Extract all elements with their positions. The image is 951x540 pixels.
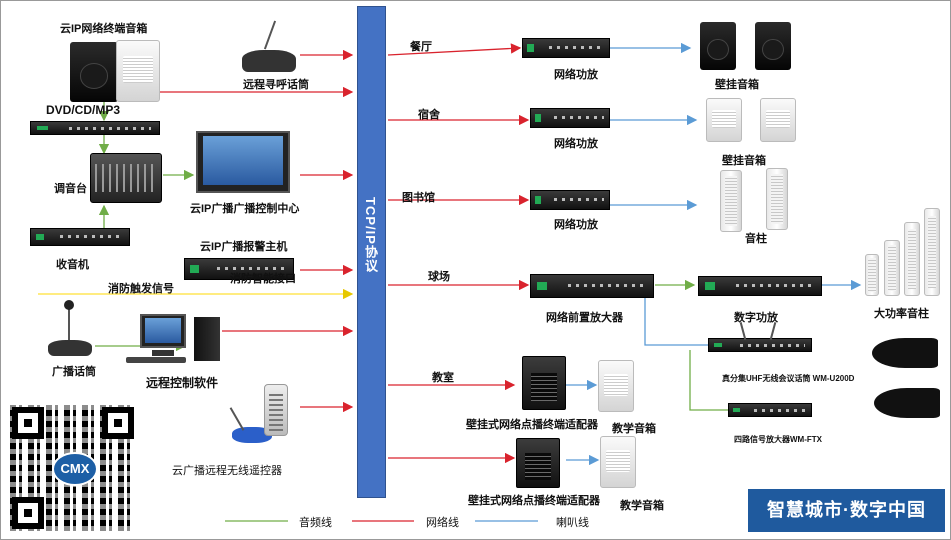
broadcast-mic-icon [48, 340, 92, 356]
brand-banner: 智慧城市·数字中国 [748, 489, 945, 532]
wireless-remote-icon [264, 384, 288, 436]
high-power-column-label: 大功率音柱 [874, 308, 929, 320]
fire-interface-label: 消防智能接口 [230, 273, 296, 285]
tuner-label: 收音机 [56, 259, 89, 271]
cmx-logo: CMX [52, 452, 98, 486]
dvd-player [30, 121, 160, 135]
column-speaker [720, 170, 742, 232]
legend-network-label: 网络线 [426, 517, 459, 529]
tcp-ip-bus-label: TCP/IP协议 [363, 197, 378, 273]
zone-label: 餐厅 [410, 41, 432, 53]
network-amp [530, 108, 610, 128]
zone-label: 球场 [428, 271, 450, 283]
pc-tower [194, 317, 220, 361]
uhf-wireless-receiver [708, 338, 812, 352]
ip-speaker-white [116, 40, 160, 102]
directional-antenna-icon [874, 388, 940, 418]
teaching-speaker-label: 教学音箱 [620, 500, 664, 512]
wall-terminal-label: 壁挂式网络点播终端适配器 [466, 419, 598, 431]
control-center-label: 云IP广播广播控制中心 [190, 203, 300, 215]
broadcast-mic-head [64, 300, 74, 310]
wall-speaker-white [706, 98, 742, 142]
network-amp-label: 网络功放 [554, 69, 598, 81]
signal-amplifier [728, 403, 812, 417]
high-power-column-speaker [884, 240, 900, 296]
ip-speaker-black [70, 42, 118, 102]
speaker-title-label: 云IP网络终端音箱 [60, 23, 148, 35]
broadcast-mic-neck [68, 306, 70, 342]
network-preamp-label: 网络前置放大器 [546, 312, 623, 324]
pc-stand [152, 350, 174, 356]
dvd-label: DVD/CD/MP3 [46, 103, 121, 117]
right-audio-lines [655, 279, 728, 411]
fire-signal-label: 消防触发信号 [108, 283, 174, 295]
alarm-host-label: 云IP广播报警主机 [200, 241, 288, 253]
control-center-monitor [196, 131, 290, 193]
paging-mic-icon [242, 50, 296, 72]
wall-speaker-label: 壁挂音箱 [722, 155, 766, 167]
uhf-receiver-label: 真分集UHF无线会议话筒 WM-U200D [722, 374, 855, 383]
zone-label: 宿舍 [418, 109, 440, 121]
left-network-lines [160, 49, 354, 413]
network-amp-label: 网络功放 [554, 219, 598, 231]
wall-speaker-black [755, 22, 791, 70]
pc-monitor [140, 314, 186, 348]
high-power-column-speaker [904, 222, 920, 296]
digital-amp-label: 数字功放 [734, 312, 778, 324]
mixer-label: 调音台 [54, 183, 87, 195]
network-amp [530, 190, 610, 210]
network-amp-label: 网络功放 [554, 138, 598, 150]
column-speaker [766, 168, 788, 230]
signal-amp-label: 四路信号放大器WM-FTX [734, 435, 822, 444]
tuner-device [30, 228, 130, 246]
digital-amp [698, 276, 822, 296]
high-power-column-speaker [865, 254, 879, 296]
wall-terminal-label: 壁挂式网络点播终端适配器 [468, 495, 600, 507]
wall-terminal-adapter [522, 356, 566, 410]
right-network-lines [387, 43, 530, 464]
column-speaker-label: 音柱 [745, 233, 767, 245]
alarm-host-device [184, 258, 294, 280]
qr-finder-bottom-left [12, 497, 44, 529]
network-amp [522, 38, 610, 58]
speaker-lines [566, 42, 862, 466]
wall-speaker-black [700, 22, 736, 70]
teaching-speaker [598, 360, 634, 412]
qr-finder-top-left [12, 407, 44, 439]
legend-speaker-label: 喇叭线 [556, 517, 589, 529]
wall-terminal-adapter [516, 438, 560, 488]
zone-label: 教室 [432, 372, 454, 384]
mixer-console [90, 153, 162, 203]
wall-speaker-label: 壁挂音箱 [715, 79, 759, 91]
wireless-router-icon [232, 427, 272, 443]
wall-speaker-white [760, 98, 796, 142]
qr-finder-top-right [102, 407, 134, 439]
directional-antenna-icon [872, 338, 938, 368]
broadcast-mic-label: 广播话筒 [52, 366, 96, 378]
network-preamp [530, 274, 654, 298]
pc-keyboard [126, 357, 186, 363]
zone-label: 图书馆 [402, 192, 435, 204]
legend-audio-label: 音频线 [299, 517, 332, 529]
high-power-column-speaker [924, 208, 940, 296]
left-audio-lines [95, 98, 195, 352]
remote-software-label: 远程控制软件 [146, 376, 219, 390]
tcp-ip-bus: TCP/IP协议 [357, 6, 386, 498]
teaching-speaker-label: 教学音箱 [612, 423, 656, 435]
teaching-speaker [600, 436, 636, 488]
paging-mic-label: 远程寻呼话筒 [243, 79, 309, 91]
wireless-remote-label: 云广播远程无线遥控器 [172, 465, 282, 477]
